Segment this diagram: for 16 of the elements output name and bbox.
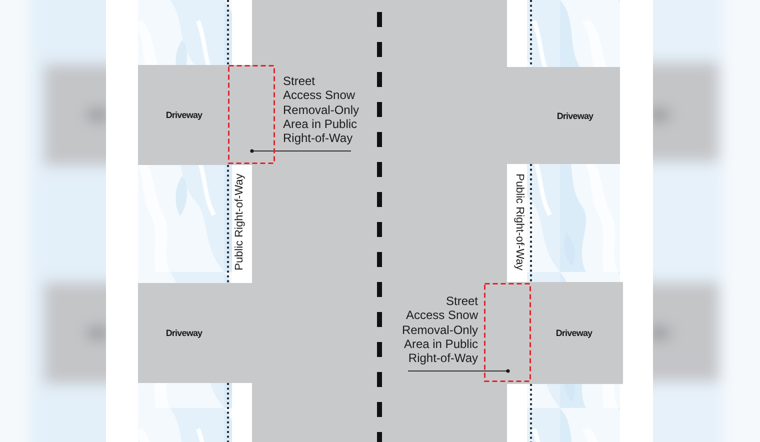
leader-line: [408, 369, 510, 373]
area-label: Driveway: [166, 328, 202, 338]
callout-text: Street Access Snow Removal-Only Area in Public Right-of-Way: [283, 74, 363, 151]
callout-text: Street Access Snow Removal-Only Area in Public Right-of-Way: [398, 294, 478, 371]
vertical-label: Public Right-of-Way: [512, 174, 526, 270]
vertical-label: Public Right-of-Way: [234, 174, 246, 270]
dashed-outline: [484, 283, 531, 382]
driveway-area: [507, 282, 623, 384]
area-label: Driveway: [556, 328, 592, 338]
area-label: Driveway: [166, 110, 202, 120]
driveway-area: [138, 65, 252, 165]
leader-line: [250, 149, 352, 153]
area-label: Driveway: [556, 110, 594, 120]
driveway-area: [138, 283, 252, 383]
dashed-outline: [228, 65, 275, 164]
driveway-area: [507, 67, 620, 164]
